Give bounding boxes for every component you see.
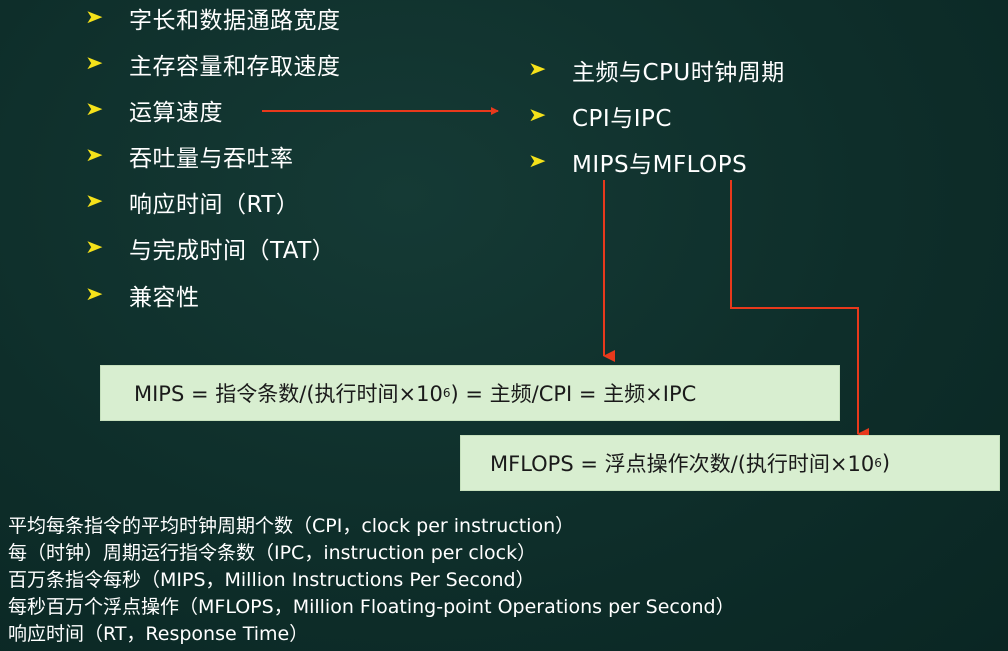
arrow-bullet-icon: ➤ [528,58,547,81]
list-item-label: 响应时间（RT） [129,192,300,218]
list-item: ➤ MIPS与MFLOPS [528,146,747,178]
definition-line: 每（时钟）周期运行指令条数（IPC，instruction per clock） [8,542,537,564]
arrow-bullet-icon: ➤ [528,150,547,173]
list-item-label: MIPS与MFLOPS [572,152,748,178]
list-item: ➤ 主存容量和存取速度 [85,48,341,80]
list-item-label: 字长和数据通路宽度 [129,8,341,34]
exponent: 6 [874,456,882,470]
arrow-bullet-icon: ➤ [85,144,104,167]
list-item-label: 吞吐量与吞吐率 [129,146,294,172]
mflops-formula-text: MFLOPS = 浮点操作次数/(执行时间×10 [490,452,875,476]
list-item-label: 主频与CPU时钟周期 [572,60,785,86]
mips-formula-text-end: ) = 主频/CPI = 主频×IPC [450,382,697,406]
mips-formula-text: MIPS = 指令条数/(执行时间×10 [134,382,443,406]
definition-line: 百万条指令每秒（MIPS，Million Instructions Per Se… [8,569,535,591]
definitions-list: 平均每条指令的平均时钟周期个数（CPI，clock per instructio… [8,513,735,648]
list-item: ➤ 兼容性 [85,279,200,311]
definition-line: 平均每条指令的平均时钟周期个数（CPI，clock per instructio… [8,515,575,537]
mflops-formula-text-end: ) [881,451,891,475]
arrow-bullet-icon: ➤ [85,52,104,75]
list-item-label: 主存容量和存取速度 [129,54,341,80]
list-item: ➤ 运算速度 [85,94,223,126]
arrow-bullet-icon: ➤ [85,6,104,29]
list-item: ➤ CPI与IPC [528,100,672,132]
definition-line: 每秒百万个浮点操作（MFLOPS，Million Floating-point … [8,596,735,618]
definition-line: 响应时间（RT，Response Time） [8,623,309,645]
list-item: ➤ 吞吐量与吞吐率 [85,140,294,172]
arrow-to-mflops-box [730,180,869,440]
arrow-bullet-icon: ➤ [85,190,104,213]
list-item-label: 与完成时间（TAT） [129,238,336,264]
list-item-label: 运算速度 [129,100,223,126]
arrow-bullet-icon: ➤ [85,98,104,121]
exponent: 6 [442,386,451,400]
list-item: ➤ 字长和数据通路宽度 [85,2,341,34]
list-item: ➤ 主频与CPU时钟周期 [528,54,785,86]
arrow-bullet-icon: ➤ [528,104,547,127]
list-item-label: CPI与IPC [572,106,672,132]
arrow-bullet-icon: ➤ [85,283,104,306]
list-item: ➤ 响应时间（RT） [85,186,299,218]
list-item-label: 兼容性 [129,285,200,311]
arrow-bullet-icon: ➤ [85,236,104,259]
list-item: ➤ 与完成时间（TAT） [85,232,335,264]
